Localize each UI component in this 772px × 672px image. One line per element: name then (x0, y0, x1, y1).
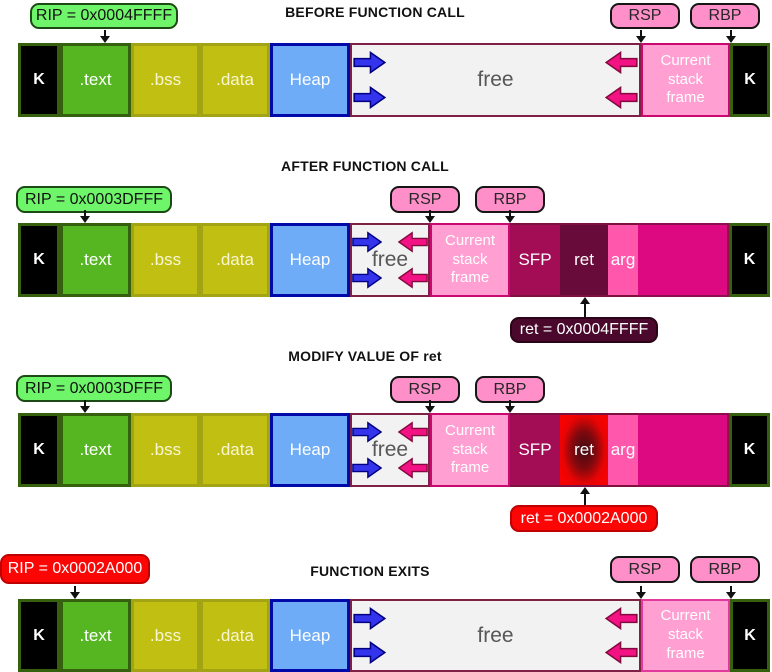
segment-free: free (350, 223, 430, 297)
memory-bar: K .text .bss .data Heap free Current sta… (18, 599, 770, 672)
blue-right-arrow-icon (352, 421, 382, 443)
rip-label: RIP = 0x0003DFFF (16, 375, 172, 402)
ret-value-label: ret = 0x0002A000 (510, 505, 658, 532)
segment-prev-stack-frame (638, 413, 729, 487)
down-arrow (725, 30, 737, 43)
down-arrow (69, 586, 81, 599)
segment-current-stack-frame: Current stack frame (641, 599, 730, 672)
down-arrow (79, 400, 91, 413)
segment-heap: Heap (270, 413, 350, 487)
segment-current-stack-frame: Current stack frame (430, 413, 510, 487)
segment-heap: Heap (270, 599, 350, 672)
up-arrow (579, 487, 591, 505)
segment-bss: .bss (131, 413, 200, 487)
segment-data: .data (200, 599, 270, 672)
rsp-label: RSP (610, 3, 680, 29)
down-arrow (725, 586, 737, 599)
down-arrow (635, 30, 647, 43)
rsp-label: RSP (390, 186, 460, 213)
down-arrow (79, 210, 91, 223)
magenta-left-arrow-icon (398, 421, 428, 443)
rip-label: RIP = 0x0003DFFF (16, 186, 172, 213)
down-arrow (424, 210, 436, 223)
segment-kernel: K (18, 43, 60, 117)
section-title-modify: MODIFY VALUE OF ret (288, 348, 442, 364)
blue-right-arrow-icon (353, 51, 386, 74)
down-arrow (504, 400, 516, 413)
down-arrow (424, 400, 436, 413)
segment-arg: arg (608, 413, 638, 487)
segment-sfp: SFP (510, 223, 560, 297)
memory-bar: K .text .bss .data Heap free Current sta… (18, 43, 770, 117)
down-arrow (99, 30, 111, 43)
down-arrow (635, 586, 647, 599)
blue-right-arrow-icon (353, 607, 386, 630)
blue-right-arrow-icon (352, 457, 382, 479)
segment-data: .data (200, 413, 270, 487)
segment-kernel: K (729, 413, 770, 487)
section-title-exits: FUNCTION EXITS (310, 563, 430, 579)
memory-bar: K .text .bss .data Heap free Current sta… (18, 223, 770, 297)
segment-kernel: K (18, 413, 60, 487)
rbp-label: RBP (690, 3, 760, 29)
section-title-after: AFTER FUNCTION CALL (281, 158, 449, 174)
blue-right-arrow-icon (353, 86, 386, 109)
segment-kernel: K (18, 599, 60, 672)
ret-value-label: ret = 0x0004FFFF (510, 317, 658, 343)
segment-ret-modified: ret (560, 413, 608, 487)
segment-prev-stack-frame (638, 223, 729, 297)
segment-text: .text (60, 599, 131, 672)
magenta-left-arrow-icon (605, 51, 638, 74)
blue-right-arrow-icon (352, 231, 382, 253)
blue-right-arrow-icon (353, 641, 386, 664)
segment-text: .text (60, 43, 131, 117)
magenta-left-arrow-icon (605, 641, 638, 664)
rsp-label: RSP (390, 376, 460, 403)
rip-label: RIP = 0x0002A000 (0, 554, 150, 584)
segment-arg: arg (608, 223, 638, 297)
rip-label: RIP = 0x0004FFFF (30, 3, 178, 29)
rbp-label: RBP (475, 376, 545, 403)
segment-data: .data (200, 223, 270, 297)
segment-bss: .bss (131, 223, 200, 297)
segment-kernel: K (18, 223, 60, 297)
segment-kernel: K (730, 599, 770, 672)
down-arrow (504, 210, 516, 223)
magenta-left-arrow-icon (398, 231, 428, 253)
segment-text: .text (60, 223, 131, 297)
segment-free: free (350, 599, 641, 672)
memory-bar: K .text .bss .data Heap free Current sta… (18, 413, 770, 487)
segment-current-stack-frame: Current stack frame (641, 43, 730, 117)
segment-ret: ret (560, 223, 608, 297)
segment-kernel: K (730, 43, 770, 117)
magenta-left-arrow-icon (605, 86, 638, 109)
magenta-left-arrow-icon (605, 607, 638, 630)
segment-text: .text (60, 413, 131, 487)
segment-bss: .bss (131, 599, 200, 672)
segment-current-stack-frame: Current stack frame (430, 223, 510, 297)
segment-heap: Heap (270, 43, 350, 117)
rbp-label: RBP (475, 186, 545, 213)
magenta-left-arrow-icon (398, 457, 428, 479)
rbp-label: RBP (690, 556, 760, 583)
segment-sfp: SFP (510, 413, 560, 487)
segment-heap: Heap (270, 223, 350, 297)
blue-right-arrow-icon (352, 267, 382, 289)
segment-free: free (350, 43, 641, 117)
segment-kernel: K (729, 223, 770, 297)
rsp-label: RSP (610, 556, 680, 583)
segment-free: free (350, 413, 430, 487)
segment-data: .data (200, 43, 270, 117)
magenta-left-arrow-icon (398, 267, 428, 289)
up-arrow (579, 297, 591, 317)
section-title-before: BEFORE FUNCTION CALL (285, 4, 465, 20)
segment-bss: .bss (131, 43, 200, 117)
